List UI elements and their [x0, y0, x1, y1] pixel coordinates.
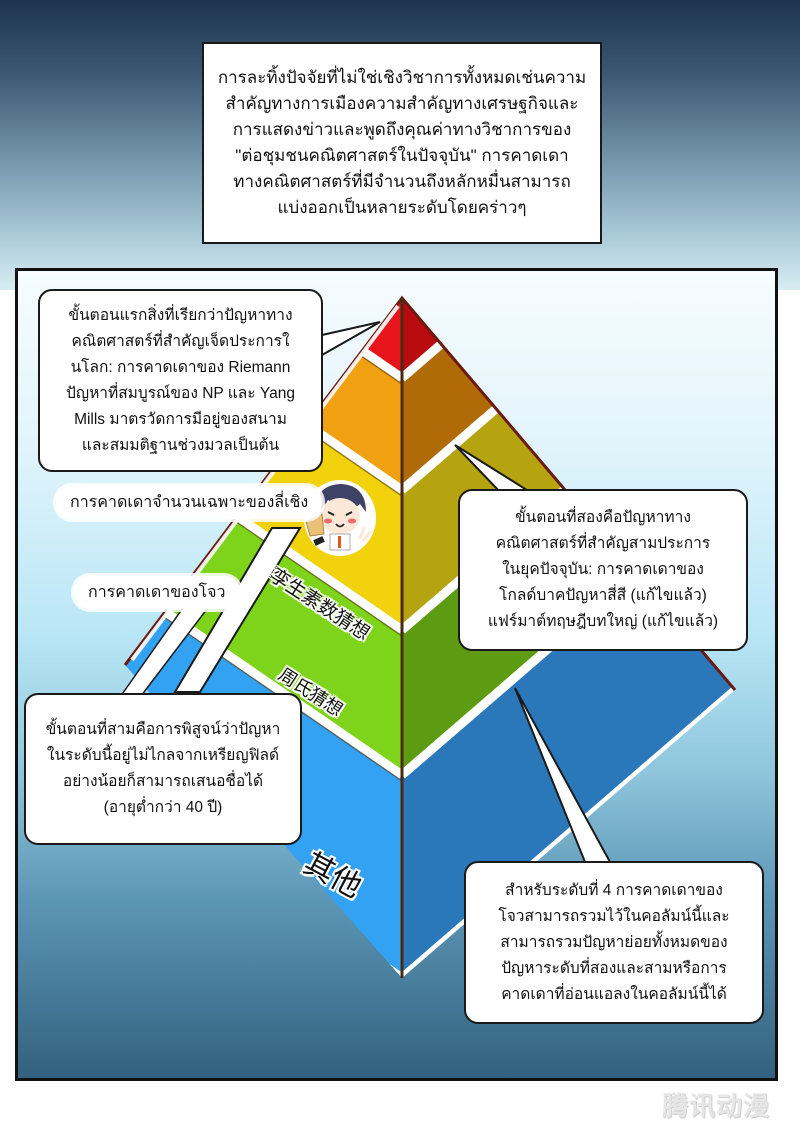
intro-line: "ต่อชุมชนคณิตศาสตร์ในปัจจุบัน" การคาดเดา — [235, 146, 569, 165]
intro-line: ทางคณิตศาสตร์ที่มีจำนวนถึงหลักหมื่นสามาร… — [233, 172, 571, 191]
intro-caption-box: การละทิ้งปัจจัยที่ไม่ใช่เชิงวิชาการทั้งห… — [202, 42, 602, 244]
bubble-line: อย่างน้อยก็สามารถเสนอชื่อได้ — [62, 773, 264, 790]
label-twin-prime-conjecture: การคาดเดาจำนวนเฉพาะของลี่เชิง — [56, 486, 323, 519]
chibi-character-icon — [304, 480, 376, 556]
bubble-line: คาดเดาที่อ่อนแอลงในคอลัมน์นี้ได้ — [501, 985, 727, 1003]
bubble-line: นโลก: การคาดเดาของ Riemann — [70, 358, 291, 376]
intro-line: แบ่งออกเป็นหลายระดับโดยคร่าวๆ — [277, 198, 527, 217]
bubble-line: สำหรับระดับที่ 4 การคาดเดาของ — [505, 881, 723, 899]
bubble-tail-twinprime — [173, 527, 302, 693]
speech-bubble-level4: สำหรับระดับที่ 4 การคาดเดาของ โจวสามารถร… — [464, 861, 764, 1024]
intro-line: การละทิ้งปัจจัยที่ไม่ใช่เชิงวิชาการทั้งห… — [217, 68, 587, 87]
label-zhou-conjecture: การคาดเดาของโจว — [74, 576, 240, 609]
bubble-line: ปัญหาที่สมบูรณ์ของ NP และ Yang — [66, 384, 295, 402]
bubble-line: ขั้นตอนที่สองคือปัญหาทาง — [515, 509, 691, 526]
speech-bubble-level3: ขั้นตอนที่สามคือการพิสูจน์ว่าปัญหา ในระด… — [24, 693, 302, 845]
bubble-line: Mills มาตรวัดการมีอยู่ของสนาม — [74, 410, 287, 428]
bubble-line: โจวสามารถรวมไว้ในคอลัมน์นี้และ — [498, 907, 730, 925]
intro-line: การแสดงข่าวและพูดถึงคุณค่าทางวิชาการของ — [232, 120, 572, 139]
bubble-line: คณิตศาสตร์ที่สำคัญสามประการ — [495, 535, 711, 552]
bubble-line: ปัญหาระดับที่สองและสามหรือการ — [501, 959, 727, 977]
bubble-line: และสมมติฐานช่วงมวลเป็นต้น — [81, 436, 280, 454]
bubble-line: (อายุต่ำกว่า 40 ปี) — [103, 799, 223, 816]
bubble-line: ในยุคปัจจุบัน: การคาดเดาของ — [502, 561, 704, 578]
bubble-line: ขั้นตอนที่สามคือการพิสูจน์ว่าปัญหา — [45, 721, 281, 738]
bubble-line: สามารถรวมปัญหาย่อยทั้งหมดของ — [500, 933, 728, 951]
speech-bubble-level2: ขั้นตอนที่สองคือปัญหาทาง คณิตศาสตร์ที่สำ… — [458, 489, 748, 651]
speech-bubble-level1: ขั้นตอนแรกสิ่งที่เรียกว่าปัญหาทาง คณิตศา… — [38, 289, 323, 472]
watermark-logo: 腾讯动漫 — [662, 1092, 771, 1122]
intro-line: สำคัญทางการเมืองความสำคัญทางเศรษฐกิจและ — [225, 94, 579, 113]
bubble-line: ในระดับนี้อยู่ไม่ไกลจากเหรียญฟิลด์ — [46, 747, 280, 764]
pyramid-panel: 孪生素数猜想 周氏猜想 其他 ขั้นตอนแรกสิ่งที่เรียกว่า… — [15, 268, 778, 1081]
bubble-line: แฟร์มาต์ทฤษฎีบทใหญ่ (แก้ไขแล้ว) — [487, 613, 719, 630]
bubble-line: ขั้นตอนแรกสิ่งที่เรียกว่าปัญหาทาง — [68, 306, 293, 324]
bubble-line: คณิตศาสตร์ที่สำคัญเจ็ดประการใ — [71, 332, 290, 350]
bubble-line: โกลด์บาคปัญหาสี่สี (แก้ไขแล้ว) — [499, 587, 707, 604]
